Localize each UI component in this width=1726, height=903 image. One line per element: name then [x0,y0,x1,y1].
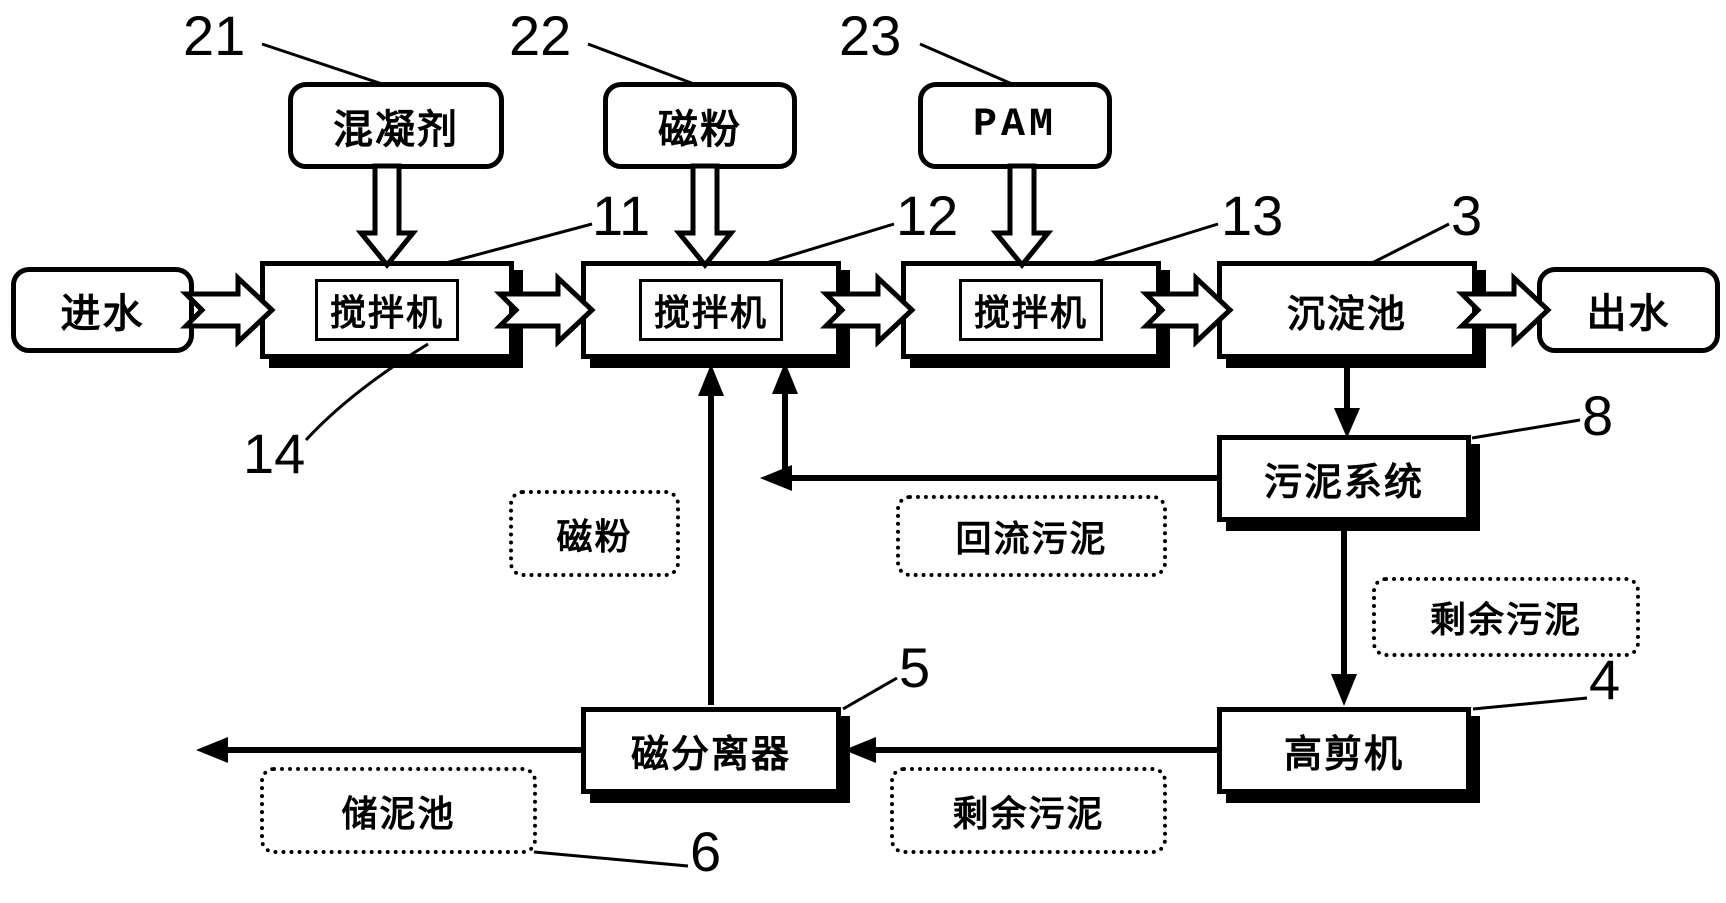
arrowhead-return-sludge-left [760,465,792,491]
leader-21 [261,42,383,86]
leader-11 [445,222,593,265]
excess-sludge-upper-label: 剩余污泥 [1372,577,1640,657]
arrow-pam-to-mixer3 [990,163,1054,269]
magnetic-powder-label: 磁粉 [658,107,742,152]
magnetic-separator-label: 磁分离器 [630,734,791,776]
sedimentation-box: 沉淀池 [1217,261,1477,359]
ref-11: 11 [592,184,651,247]
leader-3 [1371,222,1450,265]
arrowhead-magnetic-powder-up [698,364,724,396]
leader-22 [587,42,695,86]
high-shear-label: 高剪机 [1283,734,1404,776]
sludge-storage-box: 储泥池 [260,767,537,854]
pam-box: PAM [918,82,1112,169]
mixer1-inner-box: 搅拌机 [314,279,459,341]
sedimentation-label: 沉淀池 [1286,293,1407,336]
leader-8 [1471,418,1581,440]
arrow-coagulant-to-mixer1 [355,163,419,269]
mixer3-box: 搅拌机 [901,261,1161,359]
high-shear-box: 高剪机 [1217,707,1471,794]
ref-8: 8 [1582,384,1614,447]
coagulant-box: 混凝剂 [288,82,504,169]
mixer3-inner-box: 搅拌机 [958,279,1103,341]
sludge-system-box: 污泥系统 [1217,435,1471,522]
leader-12 [765,222,895,265]
effluent-box: 出水 [1537,267,1720,353]
magnetic-powder-box: 磁粉 [603,82,797,169]
return-sludge-text: 回流污泥 [955,518,1108,559]
arrowhead-separator-left [844,737,876,763]
excess-sludge-lower-label: 剩余污泥 [890,767,1167,854]
coagulant-label: 混凝剂 [333,107,459,152]
mixer1-box: 搅拌机 [260,261,514,359]
ref-23: 23 [839,4,902,67]
magnetic-separator-box: 磁分离器 [581,707,841,794]
mixer2-box: 搅拌机 [581,261,841,359]
sludge-flow-lines [196,357,1360,763]
arrowhead-high-shear-down [1331,674,1357,706]
ref-13: 13 [1221,184,1284,247]
magnetic-powder-recycle-label: 磁粉 [509,490,680,577]
ref-3: 3 [1451,184,1483,247]
leader-13 [1091,222,1219,265]
ref-14: 14 [243,422,306,485]
sludge-system-label: 污泥系统 [1263,462,1424,504]
pam-label: PAM [972,103,1057,148]
arrow-magnetic-powder-to-mixer2 [673,163,737,269]
excess-sludge-upper-text: 剩余污泥 [1429,599,1582,640]
influent-box: 进水 [11,267,194,353]
arrowhead-storage-left [196,737,228,763]
arrowhead-sludge-system [1334,408,1360,438]
leader-4 [1472,696,1588,711]
magnetic-powder-recycle-text: 磁粉 [556,515,633,557]
effluent-label: 出水 [1586,292,1671,336]
ref-4: 4 [1589,648,1621,711]
sludge-storage-text: 储泥池 [341,792,456,834]
leader-5 [842,676,898,711]
excess-sludge-lower-text: 剩余污泥 [952,792,1105,834]
mixer2-inner-box: 搅拌机 [638,279,783,341]
ref-21: 21 [183,4,246,67]
ref-5: 5 [899,636,931,699]
influent-label: 进水 [60,292,145,336]
ref-6: 6 [690,820,722,883]
arrowhead-return-sludge-up [772,362,798,394]
ref-22: 22 [509,4,572,67]
leader-23 [919,42,1013,86]
leader-6 [533,850,689,868]
ref-12: 12 [896,184,959,247]
return-sludge-label: 回流污泥 [896,495,1167,577]
